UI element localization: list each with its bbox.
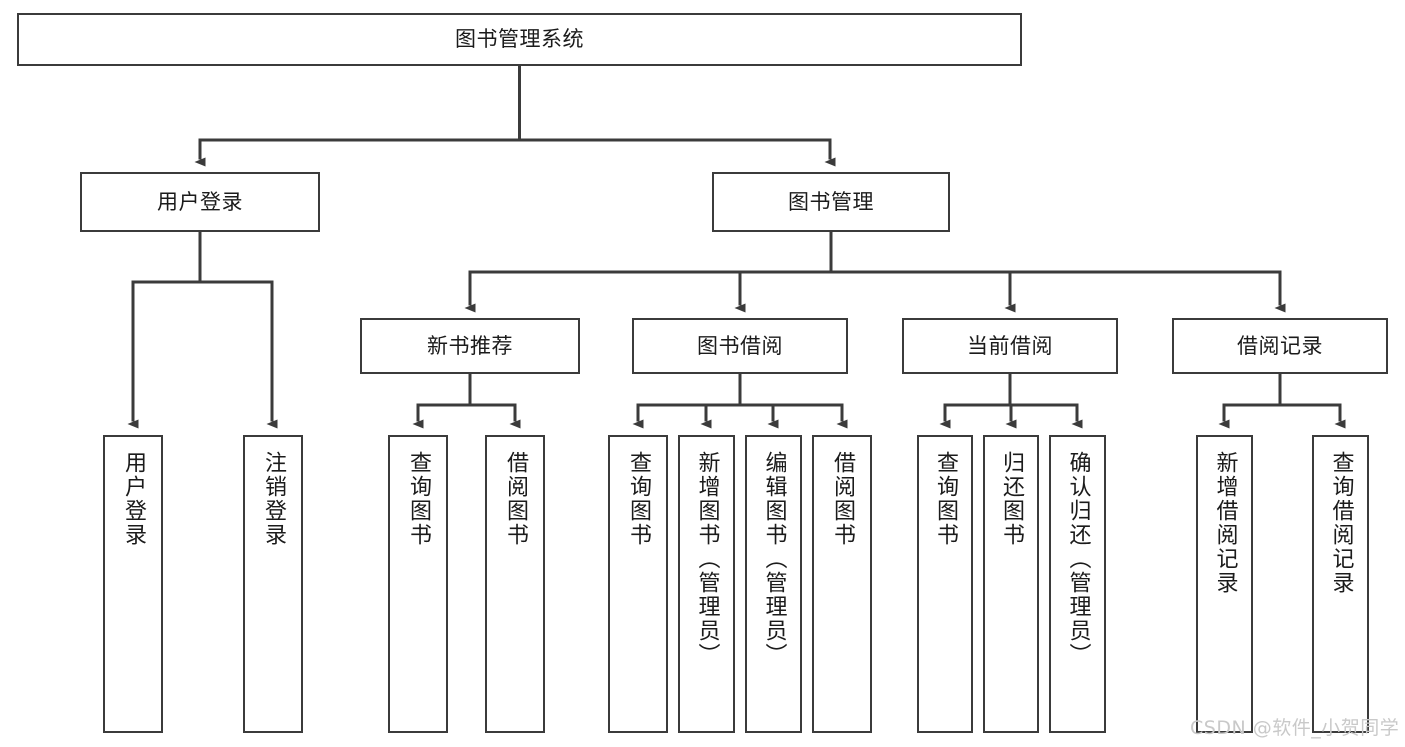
node-root[interactable]: 图书管理系统 — [17, 13, 1022, 66]
node-leaf-query-record-label: 查询借阅记录 — [1328, 451, 1354, 595]
node-leaf-borrow-book-rec[interactable]: 借阅图书 — [485, 435, 545, 733]
node-leaf-edit-book-label: 编辑图书（管理员） — [761, 451, 787, 667]
node-book-manage-label: 图书管理 — [788, 189, 874, 214]
node-borrow-record-label: 借阅记录 — [1237, 333, 1323, 358]
node-borrow-record[interactable]: 借阅记录 — [1172, 318, 1388, 374]
node-book-manage[interactable]: 图书管理 — [712, 172, 950, 232]
node-leaf-user-login[interactable]: 用户登录 — [103, 435, 163, 733]
node-leaf-query-book-rec[interactable]: 查询图书 — [388, 435, 448, 733]
node-leaf-return-book[interactable]: 归还图书 — [983, 435, 1039, 733]
node-leaf-edit-book[interactable]: 编辑图书（管理员） — [745, 435, 802, 733]
node-leaf-add-book[interactable]: 新增图书（管理员） — [678, 435, 735, 733]
node-leaf-user-login-label: 用户登录 — [121, 451, 146, 547]
node-leaf-query-book-rec-label: 查询图书 — [406, 451, 431, 547]
node-leaf-add-record[interactable]: 新增借阅记录 — [1196, 435, 1253, 733]
watermark-text: CSDN @软件_小贺同学 — [1190, 717, 1400, 739]
node-leaf-borrow-book-label: 借阅图书 — [830, 451, 855, 547]
node-leaf-logout-label: 注销登录 — [261, 451, 286, 547]
node-leaf-borrow-book-rec-label: 借阅图书 — [503, 451, 528, 547]
node-leaf-add-record-label: 新增借阅记录 — [1212, 451, 1238, 595]
node-current-borrow-label: 当前借阅 — [967, 333, 1053, 358]
node-leaf-query-record[interactable]: 查询借阅记录 — [1312, 435, 1369, 733]
node-leaf-borrow-book[interactable]: 借阅图书 — [812, 435, 872, 733]
node-new-book-recommend[interactable]: 新书推荐 — [360, 318, 580, 374]
node-leaf-add-book-label: 新增图书（管理员） — [694, 451, 720, 667]
node-leaf-return-book-label: 归还图书 — [999, 451, 1024, 547]
node-leaf-query-book-borrow-label: 查询图书 — [626, 451, 651, 547]
node-user-login[interactable]: 用户登录 — [80, 172, 320, 232]
node-leaf-logout[interactable]: 注销登录 — [243, 435, 303, 733]
node-user-login-label: 用户登录 — [157, 189, 243, 214]
node-current-borrow[interactable]: 当前借阅 — [902, 318, 1118, 374]
node-new-book-recommend-label: 新书推荐 — [427, 333, 513, 358]
node-leaf-query-book-borrow[interactable]: 查询图书 — [608, 435, 668, 733]
node-book-borrow[interactable]: 图书借阅 — [632, 318, 848, 374]
node-leaf-confirm-return-label: 确认归还（管理员） — [1065, 451, 1091, 667]
node-leaf-query-book-cur-label: 查询图书 — [933, 451, 958, 547]
node-root-label: 图书管理系统 — [455, 27, 584, 52]
node-leaf-query-book-cur[interactable]: 查询图书 — [917, 435, 973, 733]
node-leaf-confirm-return[interactable]: 确认归还（管理员） — [1049, 435, 1106, 733]
node-book-borrow-label: 图书借阅 — [697, 333, 783, 358]
